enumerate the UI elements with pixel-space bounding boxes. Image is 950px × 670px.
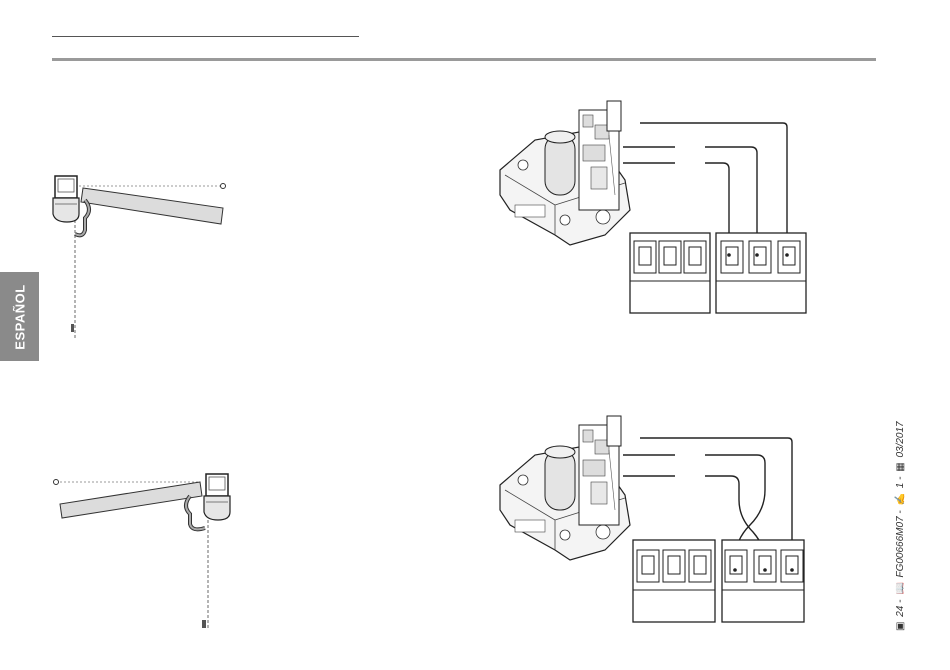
barrier-right-illustration	[45, 170, 235, 345]
page-icon: ▣	[895, 622, 906, 631]
barrier-left-illustration	[50, 470, 240, 635]
wiring-diagram-crossed	[495, 410, 815, 630]
control-unit-drawing	[500, 416, 630, 560]
wiring-diagram-straight	[495, 95, 815, 320]
control-unit-drawing	[500, 101, 630, 245]
terminal-blocks	[633, 540, 804, 622]
page-footer: ▣ 24 - 📖 FG00666M07 - ✍ 1 - ▦ 03/2017	[895, 421, 906, 633]
revision-icon: ✍	[895, 493, 906, 505]
language-tab: ESPAÑOL	[0, 272, 39, 361]
manual-icon: 📖	[895, 582, 906, 594]
calendar-icon: ▦	[895, 462, 906, 471]
header-bar	[52, 58, 876, 61]
revision-number: 1	[895, 483, 906, 489]
page-number: 24	[895, 606, 906, 617]
title-underline	[52, 36, 359, 37]
revision-date: 03/2017	[895, 421, 906, 457]
terminal-blocks	[630, 233, 806, 313]
language-label: ESPAÑOL	[12, 284, 27, 349]
doc-code: FG00666M07	[895, 516, 906, 577]
